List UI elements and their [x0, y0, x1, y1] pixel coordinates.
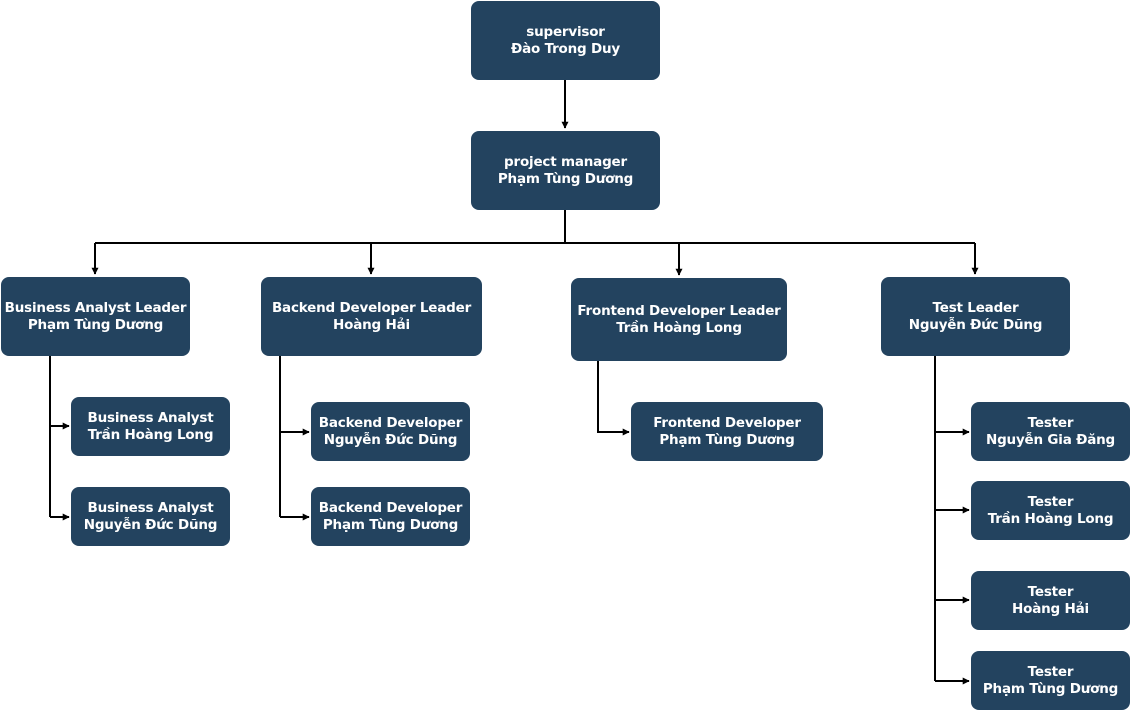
fe-member-node-1: Frontend Developer Phạm Tùng Dương	[631, 402, 823, 461]
tester-role: Tester	[1027, 493, 1074, 510]
fe-member-name: Phạm Tùng Dương	[659, 431, 795, 448]
fe-leader-node: Frontend Developer Leader Trần Hoàng Lon…	[571, 278, 787, 361]
tester-node-2: Tester Trần Hoàng Long	[971, 481, 1130, 540]
tester-role: Tester	[1027, 414, 1074, 431]
ba-leader-name: Phạm Tùng Dương	[27, 316, 164, 333]
be-member-node-2: Backend Developer Phạm Tùng Dương	[311, 487, 470, 546]
be-member-name: Phạm Tùng Dương	[322, 516, 459, 533]
be-member-node-1: Backend Developer Nguyễn Đức Dũng	[311, 402, 470, 461]
supervisor-node: supervisor Đào Trong Duy	[471, 1, 660, 80]
tester-node-4: Tester Phạm Tùng Dương	[971, 651, 1130, 710]
tester-node-1: Tester Nguyễn Gia Đăng	[971, 402, 1130, 461]
fe-member-role: Frontend Developer	[653, 414, 801, 431]
tester-name: Nguyễn Gia Đăng	[985, 431, 1116, 448]
tester-name: Hoàng Hải	[1012, 600, 1089, 617]
supervisor-role: supervisor	[526, 23, 605, 40]
tester-role: Tester	[1027, 663, 1074, 680]
ba-member-role: Business Analyst	[87, 409, 214, 426]
supervisor-name: Đào Trong Duy	[510, 40, 621, 57]
fe-leader-name: Trần Hoàng Long	[616, 319, 742, 336]
tester-name: Trần Hoàng Long	[987, 510, 1114, 527]
project-manager-node: project manager Phạm Tùng Dương	[471, 131, 660, 210]
fe-leader-role: Frontend Developer Leader	[577, 302, 781, 319]
project-manager-role: project manager	[504, 153, 627, 170]
ba-member-node-2: Business Analyst Nguyễn Đức Dũng	[71, 487, 230, 546]
ba-member-node-1: Business Analyst Trần Hoàng Long	[71, 397, 230, 456]
be-leader-node: Backend Developer Leader Hoàng Hải	[261, 277, 482, 356]
test-leader-role: Test Leader	[932, 299, 1019, 316]
be-member-role: Backend Developer	[318, 499, 463, 516]
ba-member-name: Nguyễn Đức Dũng	[83, 516, 218, 533]
tester-name: Phạm Tùng Dương	[982, 680, 1119, 697]
ba-leader-node: Business Analyst Leader Phạm Tùng Dương	[1, 277, 190, 356]
test-leader-name: Nguyễn Đức Dũng	[908, 316, 1043, 333]
tester-role: Tester	[1027, 583, 1074, 600]
be-leader-name: Hoàng Hải	[333, 316, 410, 333]
project-manager-name: Phạm Tùng Dương	[497, 170, 634, 187]
be-member-name: Nguyễn Đức Dũng	[323, 431, 458, 448]
test-leader-node: Test Leader Nguyễn Đức Dũng	[881, 277, 1070, 356]
ba-leader-role: Business Analyst Leader	[4, 299, 187, 316]
connector-fe-1	[597, 361, 630, 436]
tester-node-3: Tester Hoàng Hải	[971, 571, 1130, 630]
ba-member-role: Business Analyst	[87, 499, 214, 516]
be-member-role: Backend Developer	[318, 414, 463, 431]
ba-member-name: Trần Hoàng Long	[87, 426, 214, 443]
be-leader-role: Backend Developer Leader	[271, 299, 472, 316]
